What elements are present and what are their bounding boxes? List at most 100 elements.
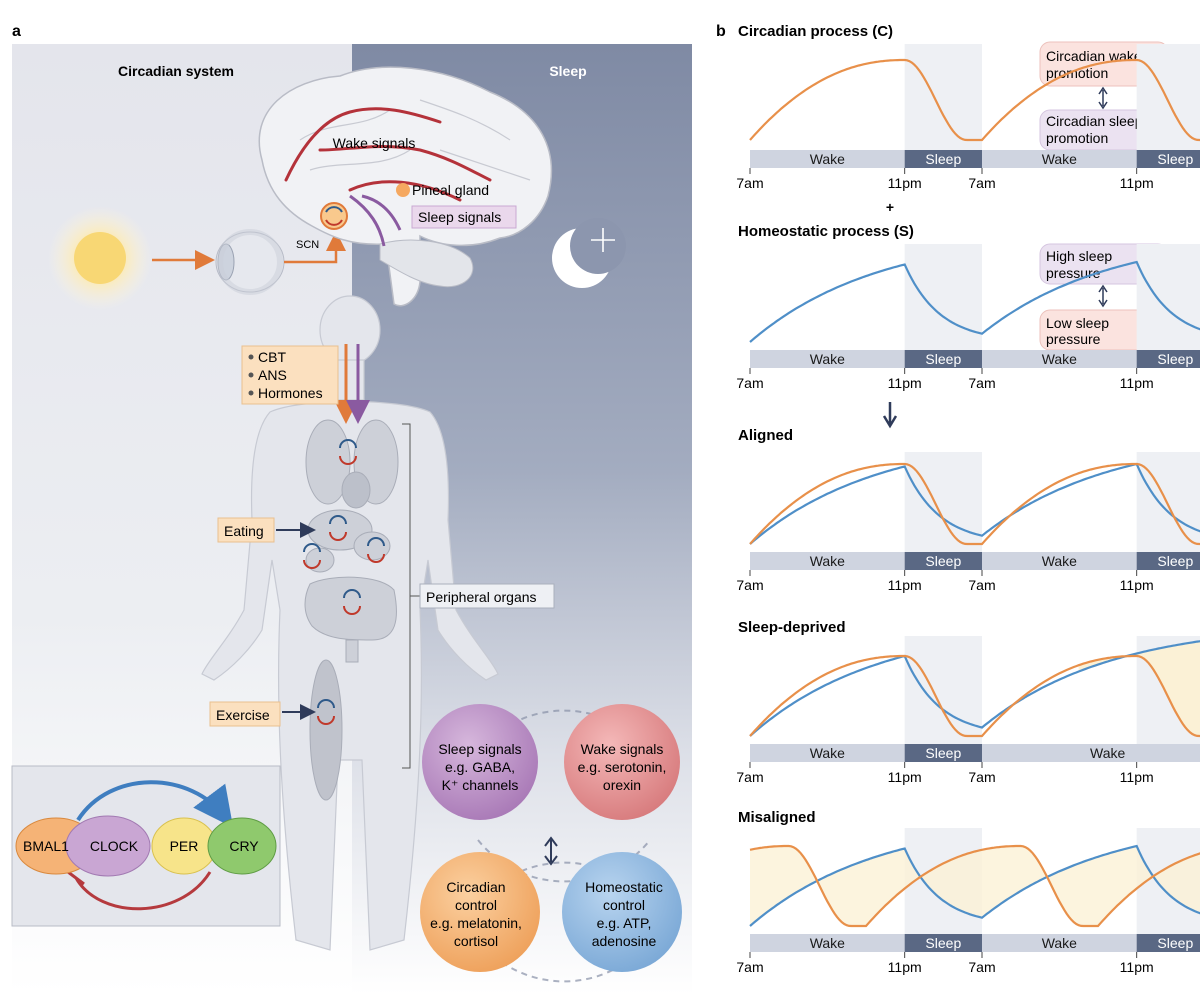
time-label: 11pm xyxy=(888,577,922,593)
aligned-title: Aligned xyxy=(738,427,793,444)
night-shade xyxy=(904,44,982,150)
circadian-bubble-line: control xyxy=(455,897,497,913)
wake-block-label: Wake xyxy=(1042,351,1077,367)
wake-promotion-line: Circadian wake- xyxy=(1046,48,1147,64)
time-label: 7am xyxy=(736,375,763,391)
sleep-block xyxy=(1136,150,1200,168)
ans-item: ANS xyxy=(258,367,287,383)
time-label: 11pm xyxy=(888,175,922,191)
sleep-block-label: Sleep xyxy=(1157,553,1193,569)
night-shade xyxy=(1136,44,1200,150)
sleep-header: Sleep xyxy=(549,63,586,79)
high-pressure-line: pressure xyxy=(1046,265,1101,281)
sun-icon xyxy=(48,206,152,310)
night-shade xyxy=(1136,452,1200,552)
sleep-signals-label: Sleep signals xyxy=(418,209,501,225)
pressure-tag-arrow xyxy=(1098,284,1108,308)
sleep-promotion-line: promotion xyxy=(1046,130,1108,146)
wake-signals-label: Wake signals xyxy=(333,135,416,151)
circadian-curve xyxy=(749,654,1200,738)
wake-block xyxy=(750,744,905,762)
cbt-item: CBT xyxy=(258,349,286,365)
wake-block xyxy=(750,934,905,952)
cry-label: CRY xyxy=(229,838,259,854)
time-label: 7am xyxy=(968,577,995,593)
wake-bubble-line: orexin xyxy=(603,777,641,793)
wake-bubble-line: e.g. serotonin, xyxy=(578,759,667,775)
time-label: 11pm xyxy=(1120,175,1154,191)
panel-a-letter: a xyxy=(12,23,21,40)
peripheral-bracket xyxy=(402,423,420,769)
sleep-block xyxy=(904,934,982,952)
wake-block-label: Wake xyxy=(810,553,845,569)
circadian-bubble-line: cortisol xyxy=(454,933,498,949)
homeostatic-bubble-line: control xyxy=(603,897,645,913)
cry-node xyxy=(207,817,277,875)
sleep-block xyxy=(904,350,982,368)
sleep-block xyxy=(1136,934,1200,952)
sleep-block-label: Sleep xyxy=(925,151,961,167)
wake-block xyxy=(982,934,1137,952)
wake-block-label: Wake xyxy=(1042,151,1077,167)
sleep-bubble-line: K⁺ channels xyxy=(442,777,519,793)
misalignment-area xyxy=(750,846,1200,926)
eating-box xyxy=(217,517,275,543)
circadian-bubble-line: e.g. melatonin, xyxy=(430,915,522,931)
sleep-block-label: Sleep xyxy=(1157,151,1193,167)
time-label: 11pm xyxy=(888,959,922,975)
sleep-block xyxy=(904,552,982,570)
sleep-bubble-line: e.g. GABA, xyxy=(445,759,515,775)
circadian-process-title: Circadian process (C) xyxy=(738,23,893,40)
retina-scn-arrow xyxy=(284,231,346,264)
sleep-block-label: Sleep xyxy=(925,935,961,951)
moon-icon xyxy=(552,218,626,288)
wake-block-label: Wake xyxy=(810,151,845,167)
peripheral-organs-box xyxy=(419,583,555,609)
homeostatic-bubble-line: Homeostatic xyxy=(585,879,663,895)
homeostatic-curve xyxy=(749,844,1200,927)
wake-block-label: Wake xyxy=(810,745,845,761)
bubble-exchange-arrow xyxy=(544,836,558,866)
sleep-block xyxy=(1136,552,1200,570)
time-label: 7am xyxy=(736,769,763,785)
plus-sign: + xyxy=(886,199,894,215)
wake-block-label: Wake xyxy=(810,935,845,951)
high-pressure-line: High sleep xyxy=(1046,248,1112,264)
wake-block xyxy=(982,744,1200,762)
sleep-promotion-line: Circadian sleep- xyxy=(1046,113,1147,129)
organs-icon xyxy=(304,419,399,801)
wake-block-label: Wake xyxy=(1042,553,1077,569)
wake-block xyxy=(750,150,905,168)
clock-label: CLOCK xyxy=(90,838,139,854)
time-label: 7am xyxy=(968,959,995,975)
time-label: 11pm xyxy=(1120,375,1154,391)
wake-block xyxy=(750,552,905,570)
sleep-block-label: Sleep xyxy=(925,745,961,761)
low-pressure-line: Low sleep xyxy=(1046,315,1109,331)
time-label: 11pm xyxy=(1120,769,1154,785)
scn-label: SCN xyxy=(296,239,319,251)
pineal-gland-marker xyxy=(396,183,410,197)
time-label: 11pm xyxy=(888,769,922,785)
exercise-box xyxy=(209,701,281,727)
sleep-block-label: Sleep xyxy=(925,553,961,569)
circadian-curve xyxy=(749,58,1200,142)
homeostatic-curve xyxy=(749,260,1200,343)
peripheral-organs-label: Peripheral organs xyxy=(426,589,537,605)
wake-block xyxy=(982,350,1137,368)
wake-block xyxy=(982,150,1137,168)
time-label: 7am xyxy=(968,375,995,391)
circadian-control-bubble xyxy=(420,852,540,972)
sleep-deprived-title: Sleep-deprived xyxy=(738,619,846,636)
misaligned-graph: WakeSleepWakeSleepWakeSleep7am11pm7am11p… xyxy=(736,828,1200,975)
time-label: 7am xyxy=(736,577,763,593)
circadian-bubble-line: Circadian xyxy=(446,879,505,895)
sleep-block-label: Sleep xyxy=(1157,351,1193,367)
circadian-system-header: Circadian system xyxy=(118,63,234,79)
cycle-icon xyxy=(303,439,385,725)
homeostatic-bubble-line: adenosine xyxy=(592,933,657,949)
time-label: 11pm xyxy=(1120,959,1154,975)
sleep-block-label: Sleep xyxy=(925,351,961,367)
